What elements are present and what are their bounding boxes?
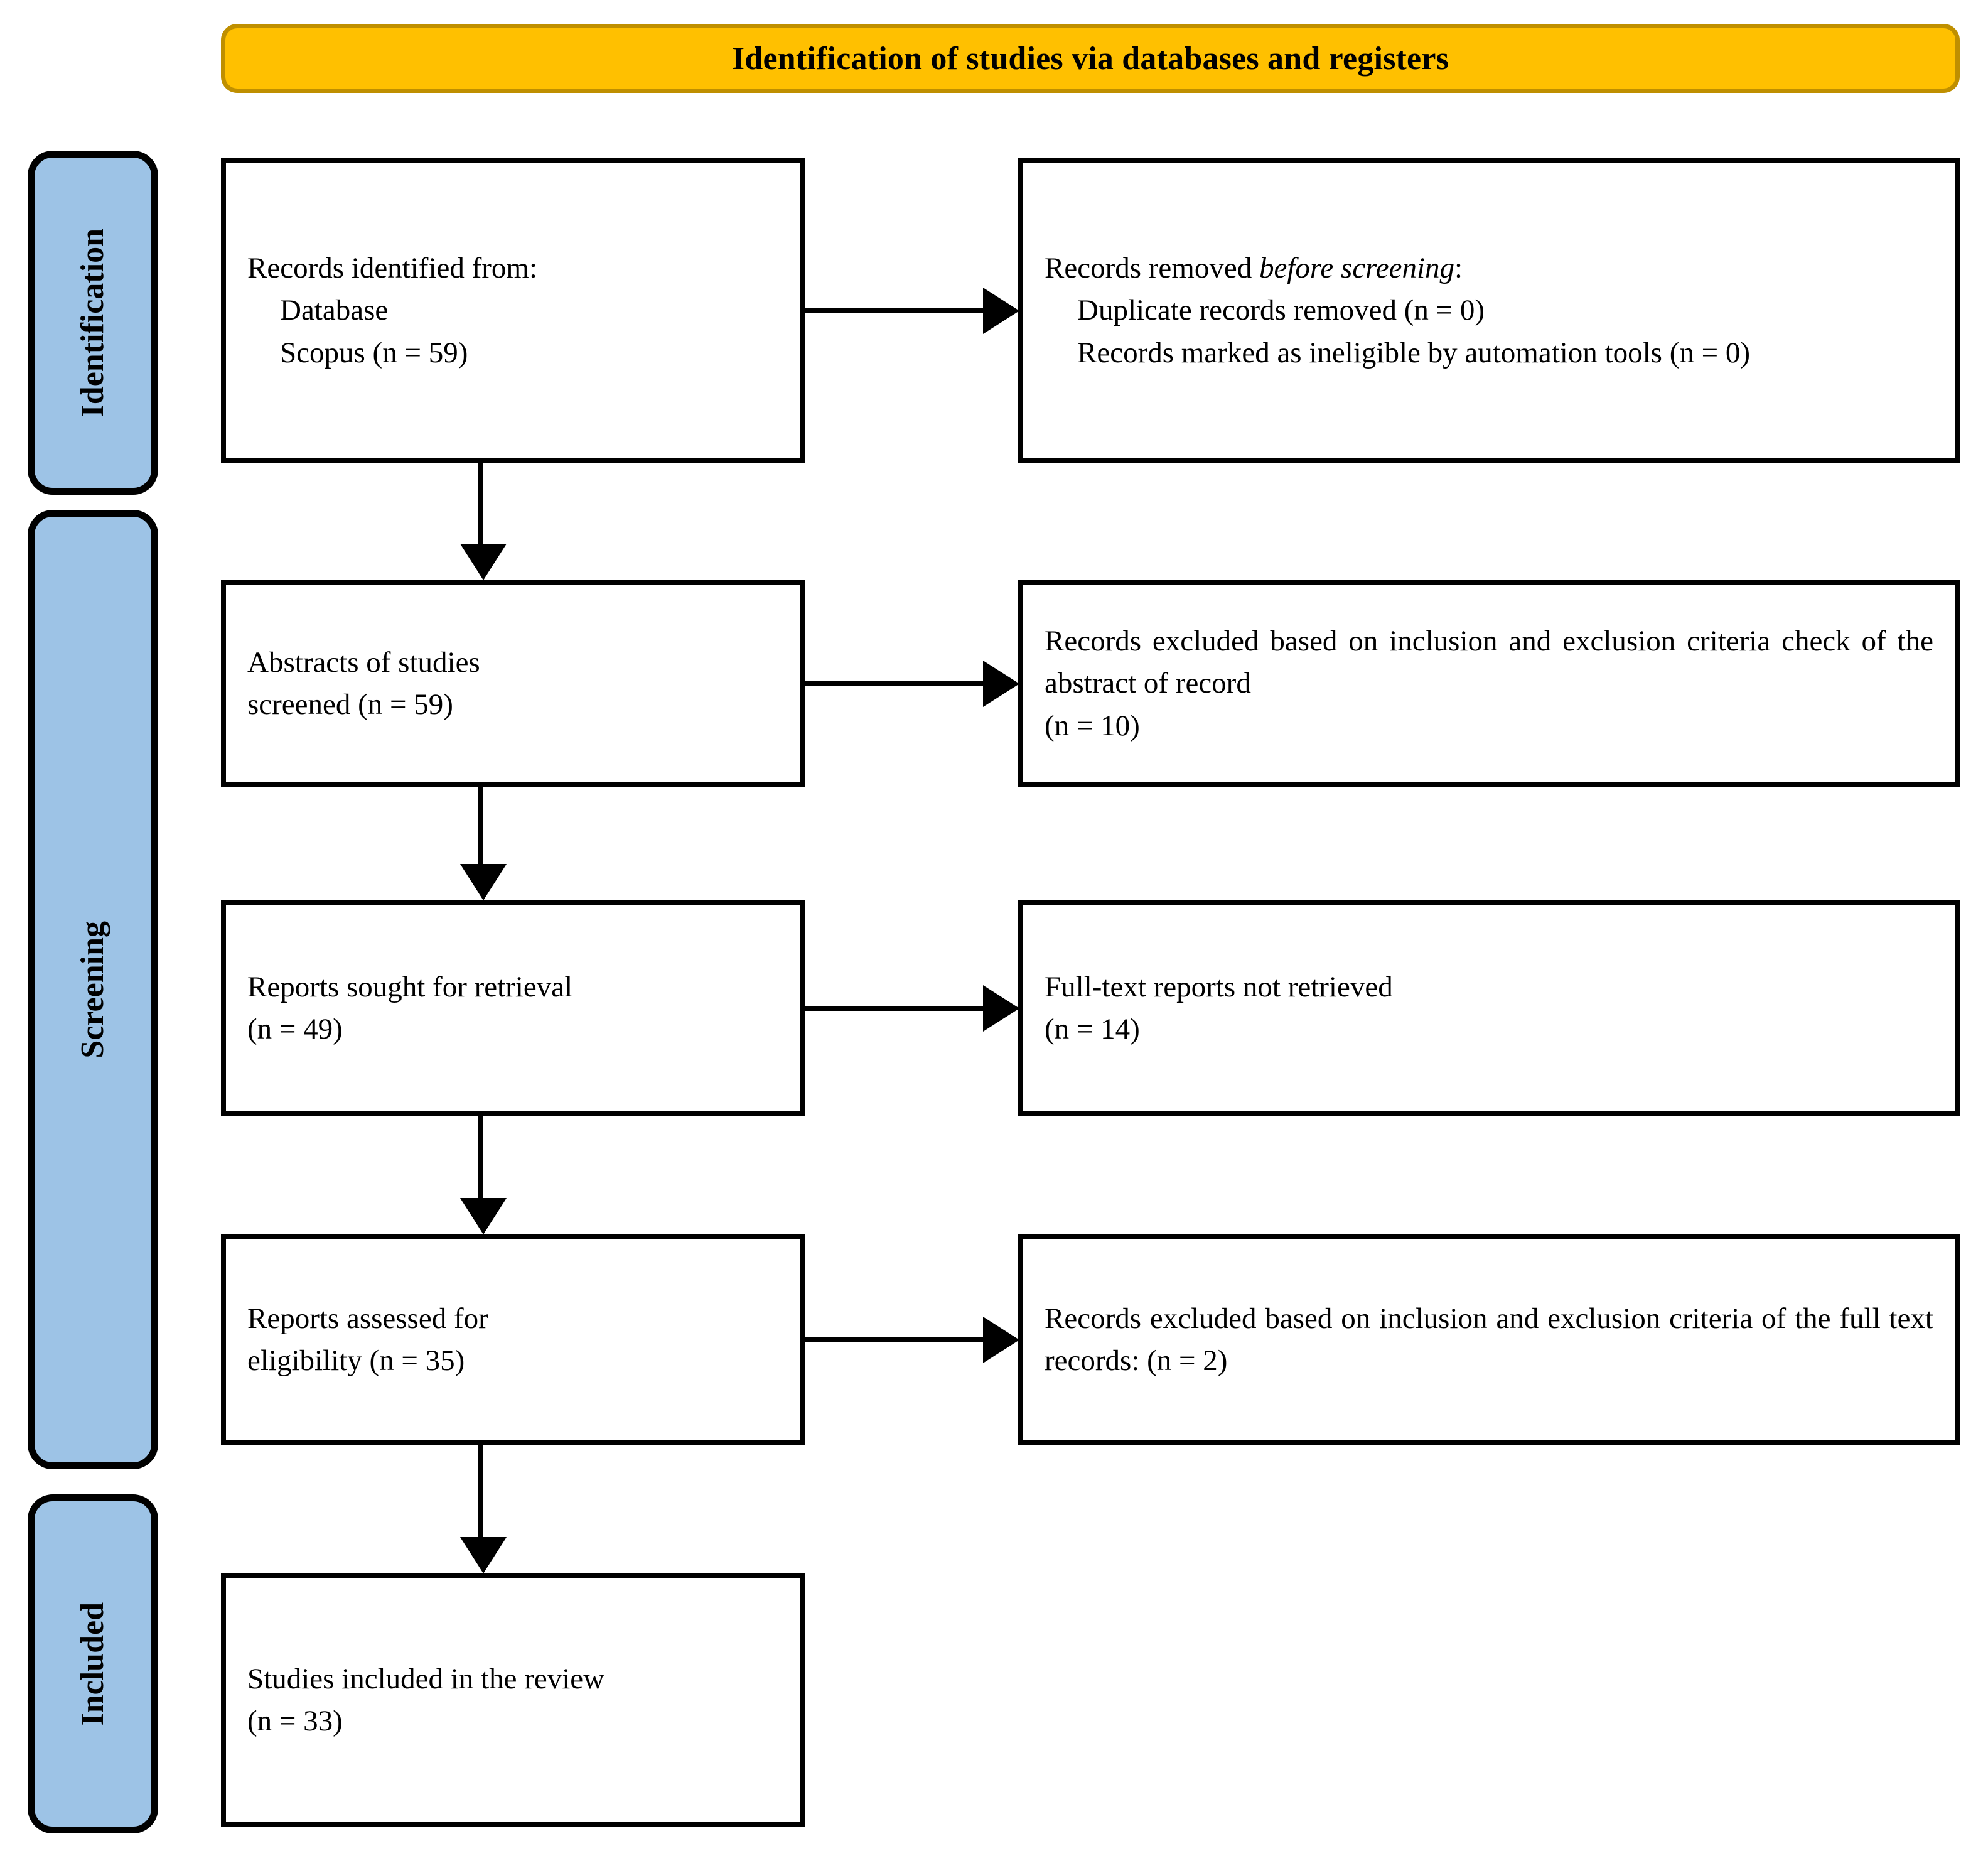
- records-excluded-abstract-text: Records excluded based on inclusion and …: [1045, 625, 1933, 700]
- connector-line-assessed-to-excluded-fulltext: [805, 1337, 988, 1342]
- connector-line-identified-to-removed: [805, 308, 988, 313]
- arrowhead-right-icon: [983, 985, 1019, 1032]
- arrowhead-right-icon: [983, 661, 1019, 707]
- stage-bar-identification: Identification: [28, 151, 158, 495]
- connector-line-sought-to-not-retrieved: [805, 1006, 988, 1011]
- duplicate-records-removed-line: Duplicate records removed (n = 0): [1077, 294, 1485, 327]
- reports-sought-line-1: Reports sought for retrieval: [247, 970, 573, 1003]
- box-fulltext-not-retrieved: Full-text reports not retrieved (n = 14): [1018, 900, 1960, 1116]
- not-retrieved-line-1: Full-text reports not retrieved: [1045, 970, 1393, 1003]
- records-removed-heading-italic: before screening: [1259, 252, 1455, 285]
- diagram-title: Identification of studies via databases …: [731, 40, 1449, 77]
- arrowhead-down-icon: [460, 544, 507, 580]
- box-studies-included: Studies included in the review (n = 33): [221, 1573, 805, 1827]
- abstracts-screened-line-2: screened (n = 59): [247, 688, 453, 721]
- reports-assessed-line-1: Reports assessed for: [247, 1302, 488, 1335]
- diagram-header-banner: Identification of studies via databases …: [221, 24, 1960, 93]
- arrowhead-down-icon: [460, 1198, 507, 1234]
- records-removed-heading-suffix: :: [1454, 252, 1463, 285]
- studies-included-count: (n = 33): [247, 1705, 343, 1737]
- connector-line-identified-to-screened: [478, 463, 483, 544]
- stage-label-screening: Screening: [75, 920, 110, 1059]
- connector-line-assessed-to-included: [478, 1445, 483, 1537]
- box-records-removed-before-screening: Records removed before screening: Duplic…: [1018, 158, 1960, 463]
- box-reports-sought: Reports sought for retrieval (n = 49): [221, 900, 805, 1116]
- arrowhead-right-icon: [983, 1317, 1019, 1363]
- records-removed-heading-prefix: Records removed: [1045, 252, 1259, 285]
- box-abstracts-screened: Abstracts of studies screened (n = 59): [221, 580, 805, 787]
- stage-label-included: Included: [75, 1602, 110, 1726]
- stage-label-identification: Identification: [75, 228, 110, 418]
- stage-bar-included: Included: [28, 1494, 158, 1833]
- box-records-excluded-fulltext: Records excluded based on inclusion and …: [1018, 1234, 1960, 1445]
- not-retrieved-line-2: (n = 14): [1045, 1013, 1140, 1045]
- records-excluded-abstract-count: (n = 10): [1045, 709, 1140, 742]
- records-identified-line-2: Database: [280, 294, 389, 327]
- records-identified-line-3: Scopus (n = 59): [280, 336, 468, 369]
- box-reports-assessed: Reports assessed for eligibility (n = 35…: [221, 1234, 805, 1445]
- box-records-excluded-abstract: Records excluded based on inclusion and …: [1018, 580, 1960, 787]
- reports-sought-line-2: (n = 49): [247, 1013, 343, 1045]
- box-records-identified: Records identified from: Database Scopus…: [221, 158, 805, 463]
- arrowhead-down-icon: [460, 1537, 507, 1573]
- arrowhead-right-icon: [983, 288, 1019, 334]
- connector-line-screened-to-sought: [478, 787, 483, 864]
- records-identified-line-1: Records identified from:: [247, 252, 538, 285]
- connector-line-sought-to-assessed: [478, 1116, 483, 1198]
- connector-line-screened-to-excluded-abstract: [805, 681, 988, 686]
- ineligible-automation-line: Records marked as ineligible by automati…: [1077, 336, 1751, 369]
- arrowhead-down-icon: [460, 864, 507, 900]
- stage-bar-screening: Screening: [28, 510, 158, 1469]
- studies-included-text: Studies included in the review: [247, 1662, 605, 1695]
- reports-assessed-line-2: eligibility (n = 35): [247, 1344, 465, 1377]
- abstracts-screened-line-1: Abstracts of studies: [247, 645, 480, 679]
- records-excluded-fulltext-text: Records excluded based on inclusion and …: [1045, 1302, 1933, 1377]
- records-removed-heading: Records removed before screening:: [1045, 247, 1933, 289]
